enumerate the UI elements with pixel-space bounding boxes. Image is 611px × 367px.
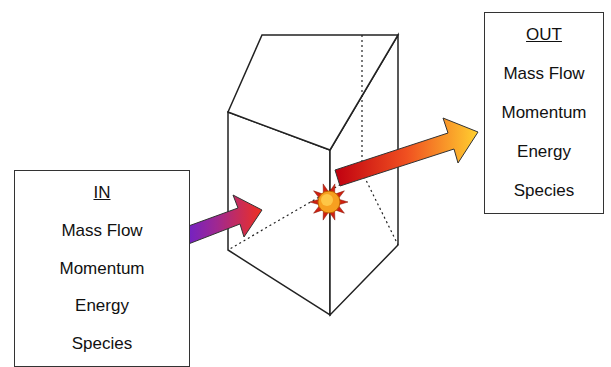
quantity-label: Energy xyxy=(75,296,129,316)
quantity-box: IN Mass FlowMomentumEnergySpecies xyxy=(14,170,190,367)
quantity-label: Species xyxy=(514,181,574,201)
quantity-label: Momentum xyxy=(501,103,586,123)
quantity-label: Mass Flow xyxy=(61,221,142,241)
quantity-label: Mass Flow xyxy=(503,64,584,84)
quantity-box: OUT Mass FlowMomentumEnergySpecies xyxy=(484,12,604,214)
box-heading: OUT xyxy=(526,25,562,45)
outflow-arrow xyxy=(335,118,478,186)
quantity-label: Energy xyxy=(517,142,571,162)
box-heading: IN xyxy=(94,183,111,203)
quantity-label: Species xyxy=(72,334,132,354)
source-sun xyxy=(310,184,348,220)
quantity-label: Momentum xyxy=(59,259,144,279)
